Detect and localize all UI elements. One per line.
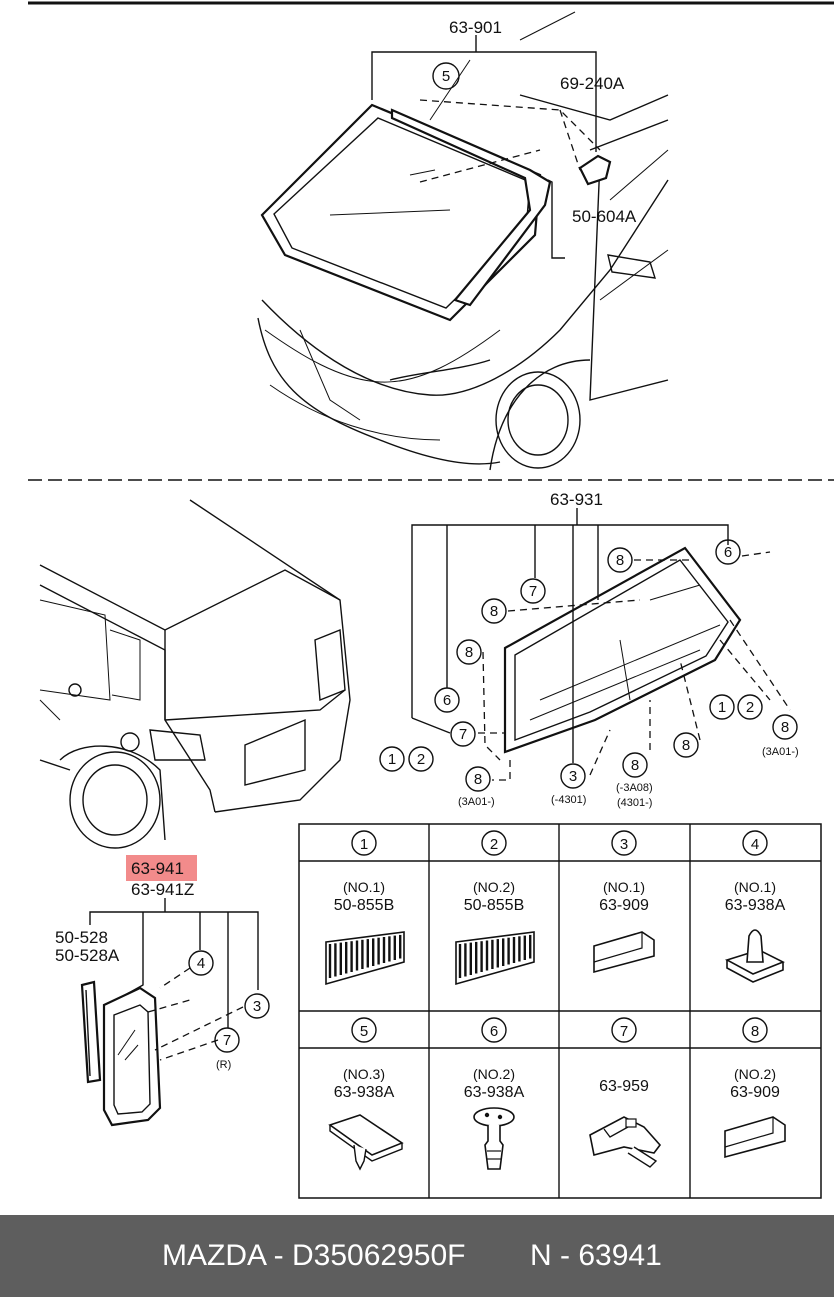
- footer-bar: MAZDA - D35062950F N - 63941: [0, 1215, 834, 1297]
- callout-7b: 7: [459, 726, 467, 743]
- callout-8g: 8: [781, 719, 789, 736]
- note-side-r: (R): [216, 1059, 231, 1071]
- parts-table: [298, 823, 822, 1199]
- table-cell: 8 (NO.2) 63-909: [724, 1017, 786, 1159]
- note-4301: (-4301): [551, 794, 586, 806]
- callout-2b: 2: [746, 699, 754, 716]
- cell-part-number: 63-909: [730, 1084, 780, 1101]
- note-3a01-left: (3A01-): [458, 796, 495, 808]
- callout-8e: 8: [631, 757, 639, 774]
- cell-part-number: 63-938A: [334, 1084, 395, 1101]
- note-3a08: (-3A08): [616, 782, 653, 794]
- callout-6b: 6: [443, 692, 451, 709]
- callout-circle-side-3: [244, 993, 270, 1019]
- callout-circle-side-4: [188, 950, 214, 976]
- callout-2a: 2: [417, 751, 425, 768]
- note-4301b: (4301-): [617, 797, 652, 809]
- rear-car-illustration: [39, 499, 351, 849]
- comb-strip-icon: [325, 931, 405, 986]
- cell-number: 4: [751, 836, 759, 853]
- callout-1a: 1: [388, 751, 396, 768]
- callout-circle-5: [432, 62, 460, 90]
- side-glass-illustration: [80, 898, 259, 1127]
- table-cell: 4 (NO.1) 63-938A: [724, 830, 786, 983]
- callout-5: 5: [442, 68, 450, 85]
- cell-spec: (NO.1): [603, 879, 645, 895]
- cell-part-number: 50-855B: [334, 897, 395, 914]
- highlight-63-941: [126, 855, 197, 881]
- callout-1b: 1: [718, 699, 726, 716]
- label-69-240A: 69-240A: [560, 74, 625, 93]
- cell-spec: (NO.2): [473, 879, 515, 895]
- cell-number-circle: [611, 830, 637, 856]
- label-63-941: 63-941: [131, 859, 184, 878]
- callout-6a: 6: [724, 544, 732, 561]
- spacer-block-icon: [593, 931, 655, 974]
- footer-brand-code: MAZDA - D35062950F: [162, 1239, 466, 1272]
- cell-number: 8: [751, 1023, 759, 1040]
- callout-circle-side-7: [214, 1027, 240, 1053]
- callout-3: 3: [569, 768, 577, 785]
- note-3a01-right: (3A01-): [762, 746, 799, 758]
- callout-8d: 8: [474, 771, 482, 788]
- cell-number-circle: [481, 1017, 507, 1043]
- cell-number: 3: [620, 836, 628, 853]
- label-63-901: 63-901: [449, 18, 502, 37]
- cell-spec: (NO.2): [473, 1066, 515, 1082]
- cell-number: 7: [620, 1023, 628, 1040]
- rear-glass-illustration: [411, 508, 791, 781]
- label-63-931: 63-931: [550, 490, 603, 509]
- callout-7a: 7: [529, 583, 537, 600]
- cell-spec: (NO.3): [343, 1066, 385, 1082]
- table-cell: 1 (NO.1) 50-855B: [325, 830, 405, 986]
- parts-diagram: 63-901 69-240A 50-604A 5: [28, 1, 834, 1199]
- label-50-528A: 50-528A: [55, 946, 120, 965]
- table-cell: 6 (NO.2) 63-938A: [464, 1017, 525, 1170]
- cell-number-circle: [351, 1017, 377, 1043]
- table-cell: 5 (NO.3) 63-938A: [328, 1017, 404, 1171]
- cell-number: 6: [490, 1023, 498, 1040]
- clip-plate-icon: [328, 1114, 404, 1171]
- cell-number-circle: [611, 1017, 637, 1043]
- cell-spec: (NO.1): [343, 879, 385, 895]
- table-cell: 7 63-959: [589, 1017, 662, 1168]
- pin-fastener-icon: [473, 1107, 515, 1170]
- rear-callouts: 8 6 7 8 8 6 7 1 2 8 3 8 8 1 2 8: [379, 539, 798, 792]
- callout-8b: 8: [490, 603, 498, 620]
- cell-spec: (NO.1): [734, 879, 776, 895]
- callout-side-3: 3: [253, 998, 261, 1015]
- cell-spec: (NO.2): [734, 1066, 776, 1082]
- cell-part-number: 50-855B: [464, 897, 525, 914]
- callout-side-4: 4: [197, 955, 205, 972]
- cell-number-circle: [351, 830, 377, 856]
- comb-strip-icon: [455, 931, 535, 986]
- cell-number-circle: [742, 830, 768, 856]
- callout-side-7: 7: [223, 1032, 231, 1049]
- label-63-941Z: 63-941Z: [131, 880, 194, 899]
- cell-part-number: 63-938A: [464, 1084, 525, 1101]
- front-car-illustration: [257, 11, 669, 471]
- cell-number: 5: [360, 1023, 368, 1040]
- table-cell: 2 (NO.2) 50-855B: [455, 830, 535, 986]
- cell-number-circle: [481, 830, 507, 856]
- cell-number: 1: [360, 836, 368, 853]
- bracket-clip-icon: [589, 1116, 662, 1168]
- spacer-block-icon: [724, 1116, 786, 1159]
- callout-8f: 8: [682, 737, 690, 754]
- cell-number-circle: [742, 1017, 768, 1043]
- callout-8c: 8: [465, 644, 473, 661]
- label-50-604A: 50-604A: [572, 207, 637, 226]
- footer-part-number: N - 63941: [530, 1239, 662, 1272]
- cell-part-number: 63-959: [599, 1078, 649, 1095]
- callout-8a: 8: [616, 552, 624, 569]
- clip-cone-icon: [724, 929, 785, 983]
- table-cell: 3 (NO.1) 63-909: [593, 830, 655, 974]
- cell-part-number: 63-909: [599, 897, 649, 914]
- cell-part-number: 63-938A: [725, 897, 786, 914]
- label-50-528: 50-528: [55, 928, 108, 947]
- cell-number: 2: [490, 836, 498, 853]
